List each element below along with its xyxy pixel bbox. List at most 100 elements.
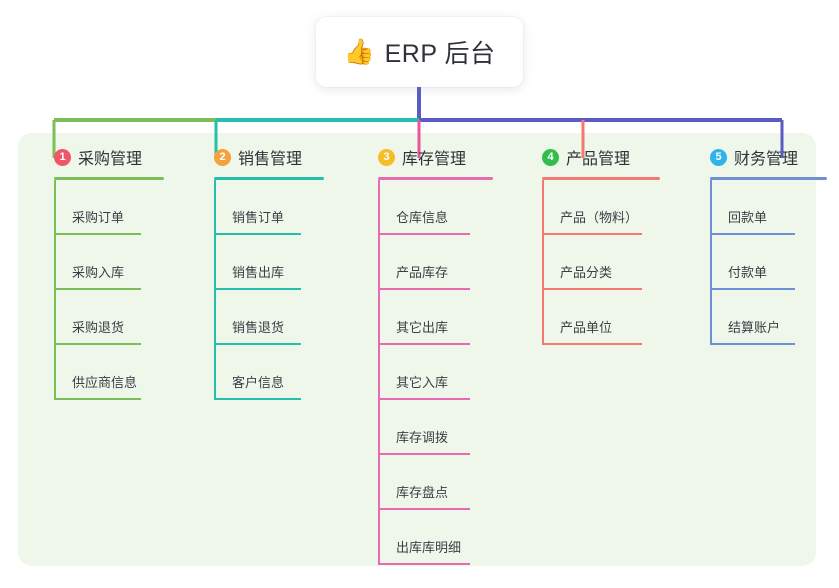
category-badge-3: 3 [378,148,395,166]
category-underline-3 [378,177,493,180]
leaf-underline [378,343,470,345]
leaf-item[interactable]: 采购退货 [36,290,164,345]
category-underline-1 [54,177,164,180]
category-column-4: 4 产品管理产品（物料） 产品分类产品单位 [524,145,660,345]
leaf-spine-1 [54,180,56,400]
leaf-underline [54,233,141,235]
category-title-3: 库存管理 [402,151,467,168]
category-title-1: 采购管理 [78,151,143,168]
leaf-underline [710,343,795,345]
leaf-spine-5 [710,180,712,345]
leaf-underline [710,233,795,235]
leaf-underline [378,288,470,290]
leaf-label: 产品库存 [396,265,449,280]
leaf-label: 库存盘点 [396,485,449,500]
category-badge-2: 2 [214,148,231,166]
leaf-underline [378,453,470,455]
leaf-item[interactable]: 产品库存 [360,235,493,290]
leaf-label: 销售出库 [232,265,285,280]
leaf-label: 客户信息 [232,375,285,390]
leaf-spine-4 [542,180,544,345]
leaf-list-5: 回款单付款单结算账户 [692,180,827,345]
leaf-label: 销售退货 [232,320,285,335]
leaf-label: 回款单 [728,210,768,225]
leaf-item[interactable]: 仓库信息 [360,180,493,235]
leaf-label: 其它出库 [396,320,449,335]
leaf-item[interactable]: 其它入库 [360,345,493,400]
leaf-list-2: 销售订单销售出库销售退货客户信息 [196,180,324,400]
leaf-underline [710,288,795,290]
leaf-item[interactable]: 产品分类 [524,235,660,290]
leaf-underline [214,233,301,235]
leaf-label: 采购退货 [72,320,125,335]
leaf-item[interactable]: 结算账户 [692,290,827,345]
leaf-item[interactable]: 客户信息 [196,345,324,400]
leaf-underline [542,288,642,290]
category-header-4[interactable]: 4 产品管理 [524,145,660,169]
thumbs-up-icon: 👍 [343,37,375,66]
leaf-item[interactable]: 采购订单 [36,180,164,235]
category-header-3[interactable]: 3 库存管理 [360,145,493,169]
leaf-list-4: 产品（物料） 产品分类产品单位 [524,180,660,345]
leaf-item[interactable]: 回款单 [692,180,827,235]
leaf-label: 出库库明细 [396,540,462,555]
leaf-label: 付款单 [728,265,768,280]
root-node[interactable]: 👍 ERP 后台 [316,17,523,87]
leaf-underline [542,343,642,345]
leaf-spine-3 [378,180,380,565]
category-underline-2 [214,177,324,180]
leaf-list-1: 采购订单采购入库采购退货供应商信息 [36,180,164,400]
leaf-label: 仓库信息 [396,210,449,225]
category-underline-4 [542,177,660,180]
leaf-item[interactable]: 其它出库 [360,290,493,345]
leaf-label: 结算账户 [728,320,781,335]
categories-panel [18,133,816,566]
leaf-spine-2 [214,180,216,400]
category-column-1: 1 采购管理采购订单采购入库采购退货供应商信息 [36,145,164,400]
leaf-item[interactable]: 产品单位 [524,290,660,345]
leaf-label: 库存调拨 [396,430,449,445]
leaf-item[interactable]: 库存调拨 [360,400,493,455]
category-column-5: 5 财务管理回款单付款单结算账户 [692,145,827,345]
category-header-5[interactable]: 5 财务管理 [692,145,827,169]
category-underline-5 [710,177,827,180]
leaf-underline [214,288,301,290]
leaf-item[interactable]: 销售订单 [196,180,324,235]
root-title: ERP 后台 [384,40,496,68]
leaf-item[interactable]: 供应商信息 [36,345,164,400]
leaf-underline [214,398,301,400]
category-column-3: 3 库存管理仓库信息产品库存其它出库其它入库库存调拨库存盘点出库库明细 [360,145,493,565]
leaf-list-3: 仓库信息产品库存其它出库其它入库库存调拨库存盘点出库库明细 [360,180,493,565]
leaf-underline [54,398,141,400]
category-badge-5: 5 [710,148,727,166]
leaf-underline [378,398,470,400]
leaf-item[interactable]: 付款单 [692,235,827,290]
leaf-label: 销售订单 [232,210,285,225]
category-title-4: 产品管理 [566,151,631,168]
leaf-item[interactable]: 销售退货 [196,290,324,345]
leaf-underline [542,233,642,235]
leaf-label: 其它入库 [396,375,449,390]
leaf-label: 采购入库 [72,265,125,280]
leaf-label: 产品分类 [560,265,613,280]
leaf-item[interactable]: 销售出库 [196,235,324,290]
category-badge-1: 1 [54,148,71,166]
leaf-item[interactable]: 采购入库 [36,235,164,290]
category-header-1[interactable]: 1 采购管理 [36,145,164,169]
leaf-item[interactable]: 库存盘点 [360,455,493,510]
leaf-item[interactable]: 出库库明细 [360,510,493,565]
leaf-underline [214,343,301,345]
leaf-underline [54,288,141,290]
leaf-label: 供应商信息 [72,375,138,390]
category-badge-4: 4 [542,148,559,166]
leaf-underline [54,343,141,345]
leaf-underline [378,233,470,235]
leaf-item[interactable]: 产品（物料） [524,180,660,235]
category-title-5: 财务管理 [734,151,799,168]
leaf-underline [378,563,470,565]
leaf-underline [378,508,470,510]
